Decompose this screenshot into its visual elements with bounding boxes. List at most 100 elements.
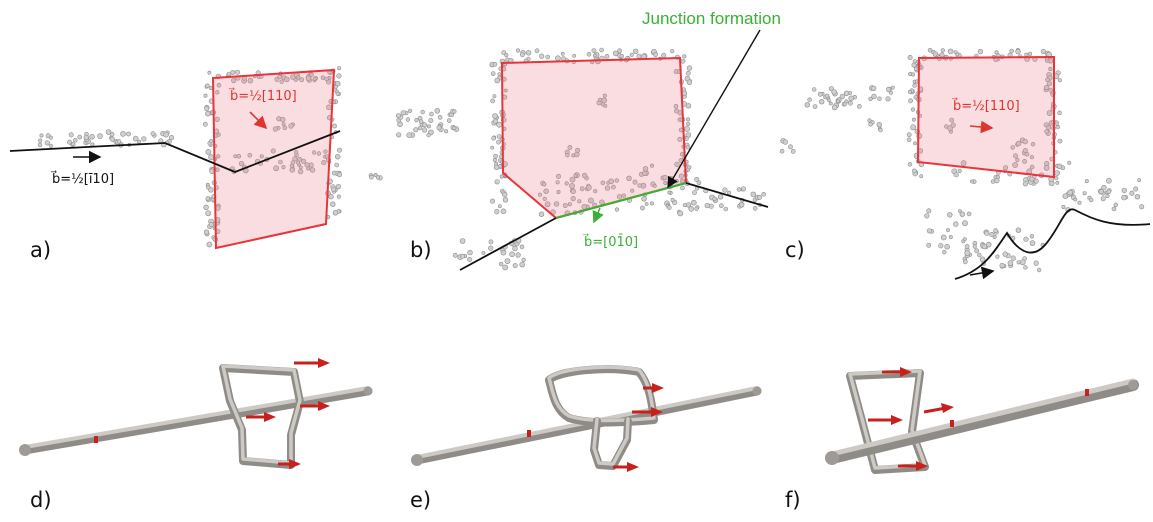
panel-label-c: c) — [785, 238, 805, 262]
atom — [305, 75, 312, 82]
atom — [512, 245, 518, 252]
atom — [999, 262, 1005, 269]
atom — [1101, 184, 1107, 191]
panel-label-a: a) — [30, 238, 51, 262]
atom — [426, 124, 431, 129]
atom — [682, 203, 687, 208]
atom — [972, 244, 977, 249]
atom — [577, 199, 582, 204]
atom — [926, 228, 933, 234]
atom — [637, 183, 642, 188]
atom — [690, 199, 697, 206]
atom — [817, 91, 823, 97]
atom — [1057, 110, 1062, 116]
atom — [1029, 234, 1035, 239]
atom — [649, 163, 654, 168]
atom — [496, 134, 502, 139]
atom — [632, 48, 639, 54]
atom — [871, 93, 877, 100]
atom — [1055, 180, 1060, 185]
atom — [405, 117, 411, 122]
atom — [685, 103, 692, 109]
atom — [807, 97, 812, 102]
atom — [692, 190, 697, 195]
atom — [649, 201, 654, 206]
atom — [670, 49, 675, 54]
atom — [562, 203, 568, 208]
atom — [309, 72, 314, 77]
atom — [663, 180, 668, 185]
atom — [502, 197, 509, 203]
dislocation-line-c — [954, 208, 1151, 280]
atom — [492, 62, 498, 67]
atom — [216, 82, 222, 88]
atom — [413, 127, 419, 133]
atom — [1106, 189, 1112, 194]
atom — [588, 197, 594, 204]
atom — [611, 184, 616, 190]
glide-plane-b — [500, 56, 688, 220]
atom — [912, 168, 917, 174]
atom — [406, 132, 413, 138]
burgers-arrow-c — [969, 120, 994, 134]
atom — [919, 174, 924, 179]
atom — [940, 48, 945, 53]
atom — [947, 212, 953, 218]
panel-e: e) — [410, 365, 762, 512]
atom — [685, 145, 691, 150]
atom — [1015, 157, 1020, 162]
atom — [444, 129, 449, 134]
atom — [948, 235, 953, 240]
atom — [1105, 193, 1110, 199]
atom — [281, 122, 286, 127]
atom — [209, 139, 214, 144]
atom — [205, 110, 211, 117]
atom — [481, 251, 486, 255]
atom — [273, 165, 280, 172]
atom — [488, 245, 494, 251]
atom — [494, 209, 500, 215]
atom — [876, 121, 882, 128]
atom — [885, 86, 892, 93]
atom — [673, 104, 679, 109]
atom — [1106, 178, 1112, 184]
atom — [204, 106, 210, 112]
panel-b: Junction formation b⃗=[01̄0] b) — [395, 9, 781, 271]
burgers-arrows-e — [613, 383, 664, 472]
atom — [90, 142, 95, 147]
atom — [599, 199, 605, 205]
atom — [1133, 186, 1139, 192]
atom — [71, 142, 76, 147]
atom — [336, 73, 342, 79]
atom — [682, 54, 687, 59]
atom — [270, 148, 276, 154]
atom — [207, 70, 212, 75]
atom — [1044, 129, 1049, 134]
atom — [761, 192, 767, 197]
atom — [375, 175, 381, 180]
atom — [1054, 176, 1059, 181]
atom — [877, 96, 882, 101]
atom — [278, 159, 283, 165]
atom — [938, 243, 944, 249]
atom — [452, 109, 457, 114]
panel-a: b⃗=½[110] b⃗=½[ī10] a) — [9, 66, 383, 262]
atom — [670, 198, 675, 203]
atom — [947, 48, 954, 55]
junction-segment-b — [555, 181, 687, 220]
atom — [661, 52, 667, 59]
atom — [756, 194, 762, 200]
atom — [1137, 178, 1142, 183]
atom — [722, 187, 728, 193]
atom — [294, 150, 299, 155]
atom — [570, 196, 576, 202]
atom — [500, 249, 507, 256]
atom — [1009, 48, 1015, 54]
atom — [1046, 125, 1052, 131]
atom — [328, 193, 334, 200]
atom — [418, 119, 424, 124]
atom — [1062, 193, 1069, 199]
atom — [296, 75, 301, 80]
atom — [680, 58, 686, 64]
atom — [521, 257, 526, 263]
